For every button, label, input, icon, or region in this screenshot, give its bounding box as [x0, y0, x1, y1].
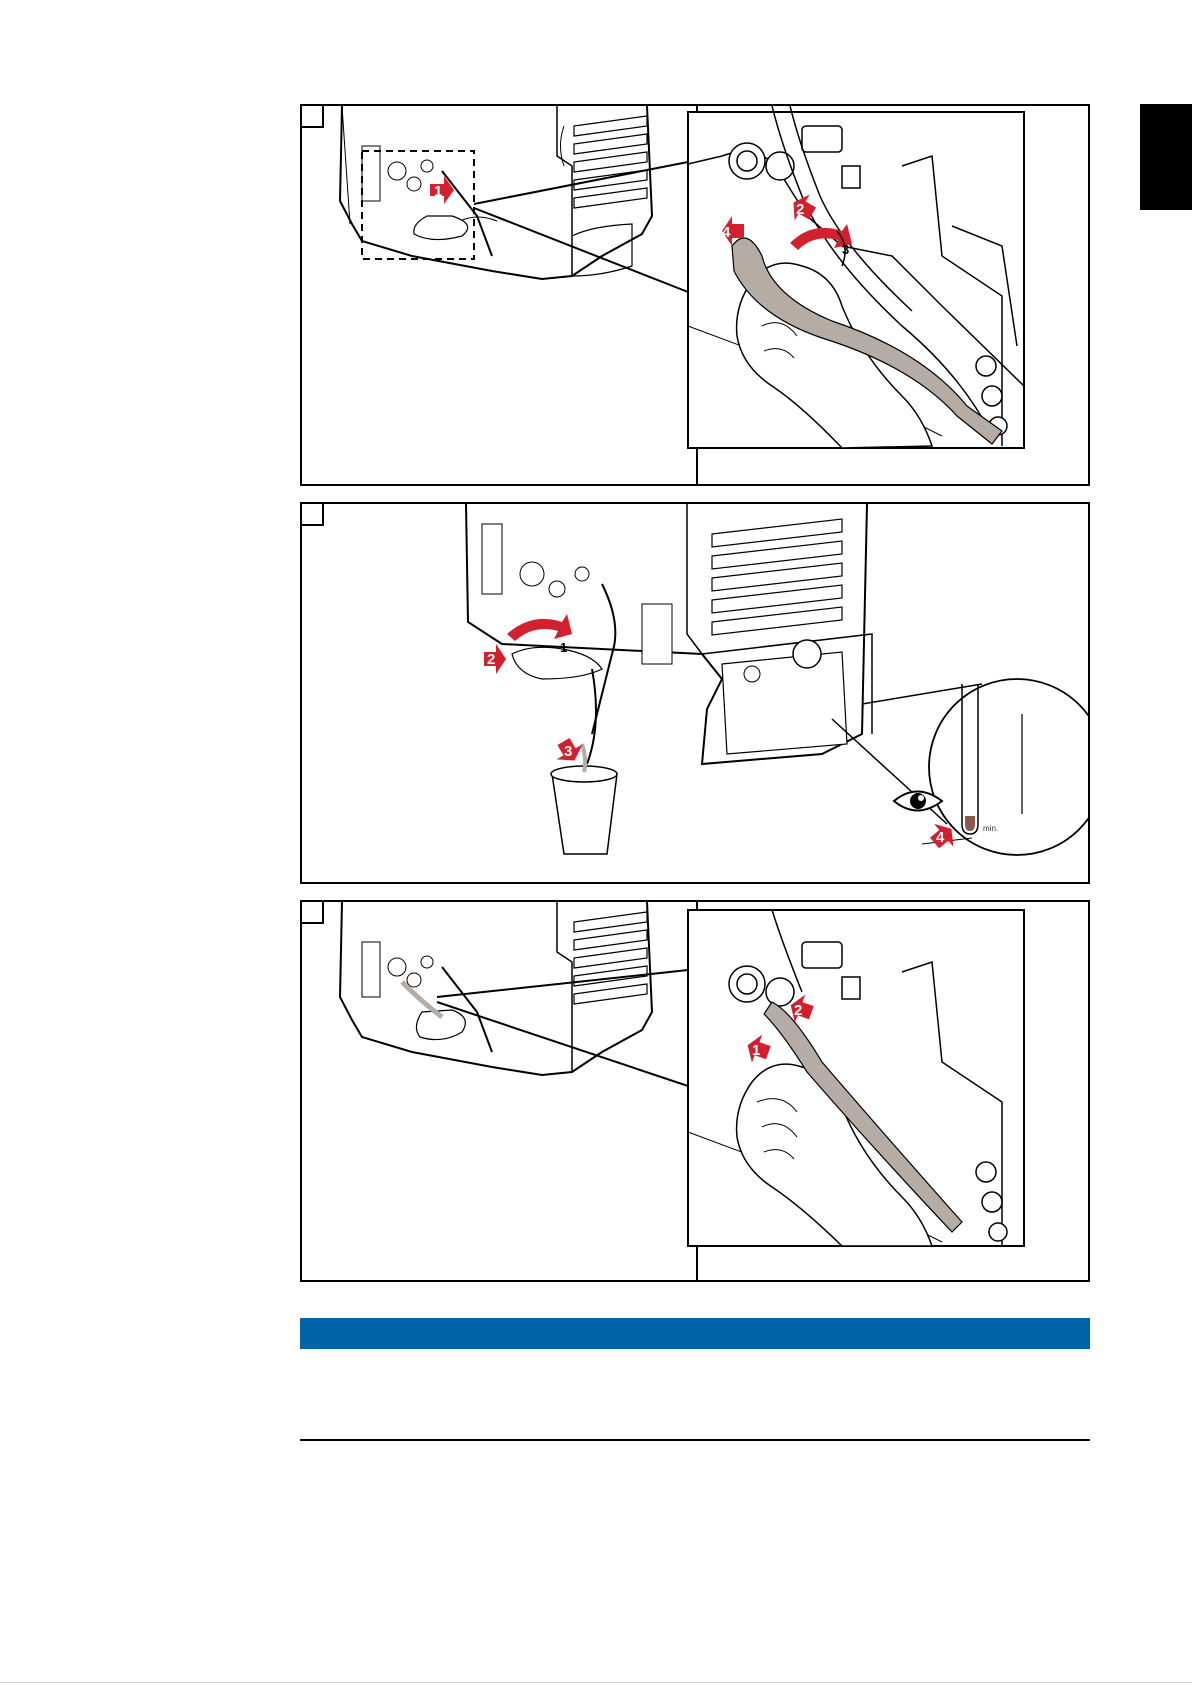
callout-3: 3 [842, 242, 849, 257]
callout-1: 1 [434, 183, 442, 200]
callout-3: 3 [564, 743, 572, 760]
figure-step-2: 1 2 3 min. 4 [300, 502, 1090, 884]
callout-1: 1 [752, 1042, 760, 1059]
callout-4: 4 [722, 224, 731, 241]
note-header-bar [300, 1318, 1090, 1349]
note-bottom-rule [300, 1439, 1090, 1441]
callout-2: 2 [796, 201, 804, 218]
callout-2: 2 [487, 651, 495, 668]
figure-2-illustration: 1 2 3 min. 4 [302, 504, 1088, 882]
page-bottom-rule [0, 1682, 1192, 1683]
figure-1-illustration: 1 4 2 [302, 106, 1088, 484]
callout-1: 1 [560, 640, 567, 655]
callout-4: 4 [936, 829, 945, 846]
figure-step-3: 2 1 [300, 900, 1090, 1282]
figure-3-illustration: 2 1 [302, 902, 1088, 1280]
figure-step-1: 1 4 2 [300, 104, 1090, 486]
language-tab [1140, 104, 1192, 210]
gauge-min-label: min. [983, 824, 998, 833]
callout-2: 2 [794, 1002, 802, 1019]
